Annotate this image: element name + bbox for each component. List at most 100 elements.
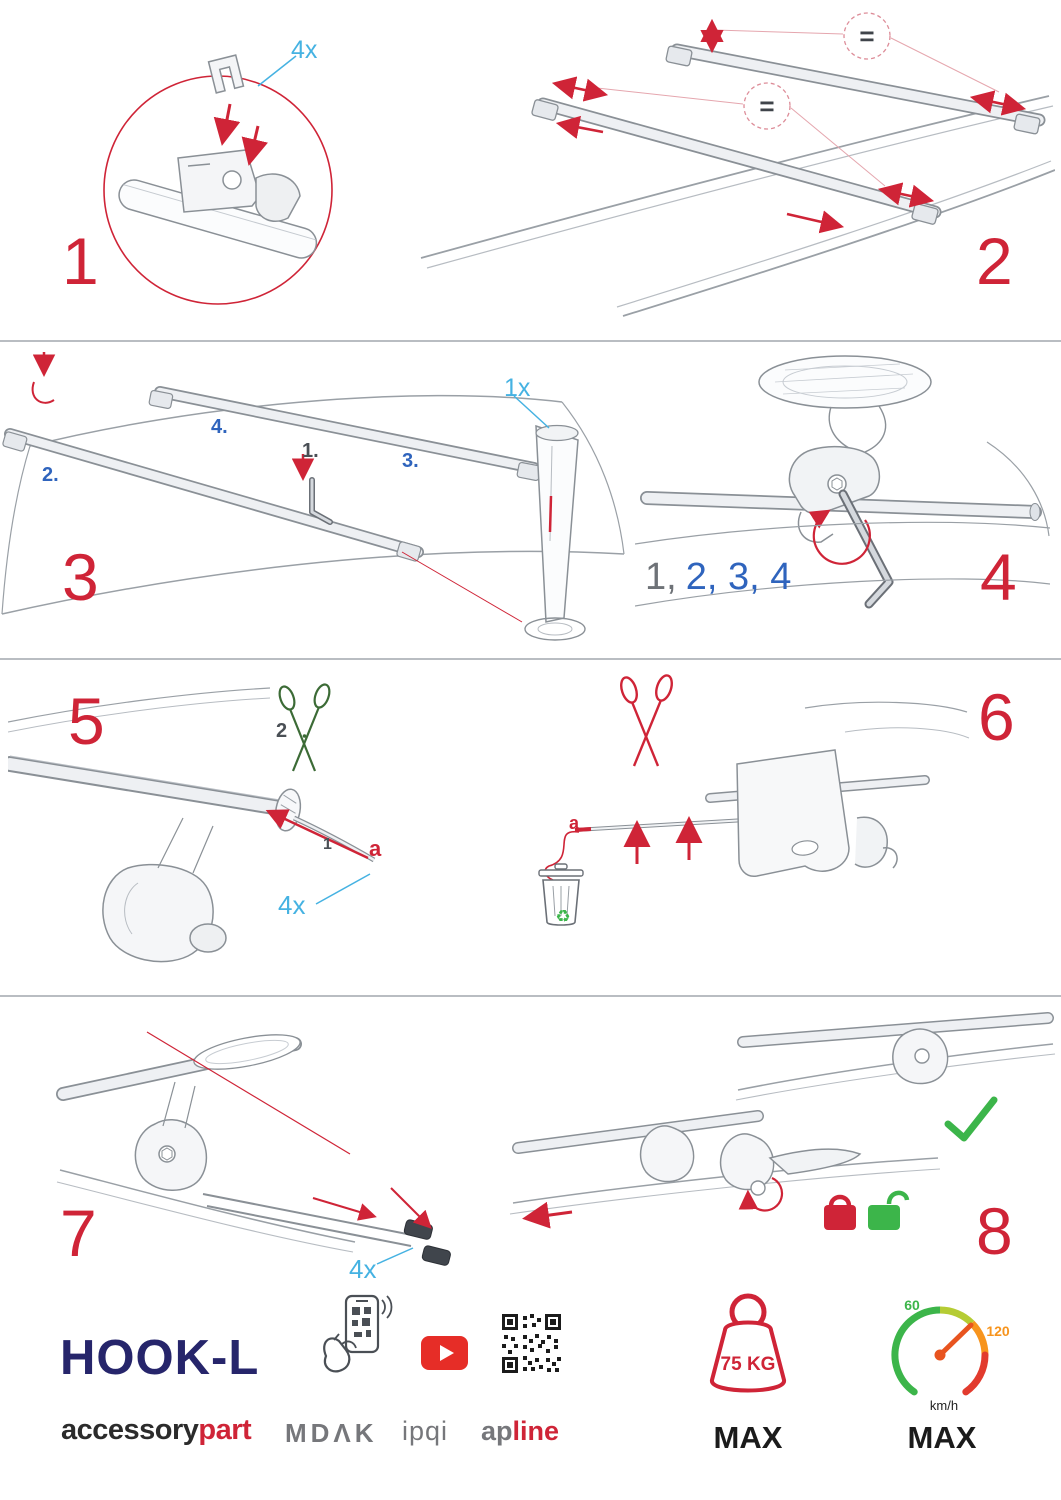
logo-apline-prefix: ap (481, 1416, 513, 1446)
speedometer-needle (937, 1322, 974, 1358)
section-divider-3 (0, 995, 1061, 997)
bracket-assembly (705, 701, 970, 877)
qr-code (502, 1314, 561, 1373)
checkmark-icon (944, 1096, 998, 1142)
step3-label-1: 1. (302, 440, 319, 462)
step2-number: 2 (976, 224, 1013, 298)
speed-unit-label: km/h (930, 1398, 958, 1413)
step3-label-4: 4. (211, 416, 228, 438)
mounted-bars (2, 386, 542, 562)
qty-pointer-line (513, 395, 550, 429)
adjust-arrows (551, 18, 1027, 234)
speedometer-icon: 60 120 km/h (891, 1297, 1010, 1413)
qty-pointer-line (376, 1247, 414, 1265)
step4-seq-todo: 2, 3, 4 (685, 556, 792, 598)
alignment-line (146, 1031, 351, 1155)
rubber-strip (292, 815, 376, 863)
rotate-arrow (808, 509, 871, 565)
step6-illustration: ♻ (538, 674, 970, 926)
step5-number: 5 (68, 684, 105, 758)
equal-spacing-badge-mid: = (743, 82, 791, 130)
speed-high-label: 120 (986, 1323, 1010, 1339)
push-up-arrows (623, 816, 703, 864)
final-mounted-bar (735, 1012, 1056, 1101)
allen-key (291, 454, 333, 525)
product-name: HOOK-L (60, 1331, 260, 1385)
roof-outline (1, 394, 625, 615)
clamp-drawing (118, 149, 318, 259)
step3-label-3: 3. (402, 450, 419, 472)
tension-tool (524, 424, 586, 641)
step4-illustration (635, 355, 1050, 609)
scissors-icon (278, 683, 331, 772)
phone-qr-icon (323, 1294, 393, 1373)
step3-qty-label: 1x (504, 374, 531, 402)
step3-label-2: 2. (42, 464, 59, 486)
weight-value: 75 KG (721, 1354, 776, 1375)
step8-number: 8 (976, 1194, 1013, 1268)
step5-illustration (8, 683, 376, 963)
step5-a-label: a (369, 836, 382, 861)
rotate-arrow (738, 1176, 784, 1212)
step4-sequence: 1,2, 3, 4 (645, 556, 791, 599)
bar-underside (758, 355, 932, 453)
logo-apline: apline (481, 1418, 559, 1445)
step7-qty-label: 4x (349, 1254, 377, 1284)
roof-rails (56, 1169, 356, 1253)
strap-hint (31, 352, 56, 404)
step4-number: 4 (980, 540, 1017, 614)
section-divider-2 (0, 658, 1061, 660)
strip-with-caps (202, 1187, 451, 1266)
insert-arrows (213, 103, 268, 166)
youtube-icon (421, 1336, 468, 1370)
bar-feet (531, 45, 1041, 225)
bar-end (8, 755, 302, 832)
roof-lines (8, 687, 271, 733)
foot-clamp (102, 817, 227, 963)
section-divider-1 (0, 340, 1061, 342)
step4-seq-done: 1, (645, 556, 677, 598)
logo-mdak: MDΛK (285, 1418, 378, 1448)
qty-pointer-line (257, 55, 297, 87)
locking-assembly (509, 1110, 941, 1215)
bracket-part (207, 54, 245, 94)
foot-clamp (134, 1081, 208, 1191)
speed-max-label: MAX (907, 1420, 977, 1455)
svg-text:=: = (759, 91, 774, 121)
weight-icon: 75 KG (710, 1293, 786, 1393)
dimension-lines (596, 29, 1000, 187)
recycle-icon: ♻ (555, 907, 570, 926)
strap-route-line (401, 551, 523, 623)
brand-prefix: accessory (61, 1414, 199, 1446)
step6-a-label: a (569, 813, 580, 833)
speed-low-label: 60 (904, 1297, 920, 1313)
step5-cut-label: 2 (276, 720, 288, 742)
step5-pull-label: 1 (323, 836, 332, 853)
step7-illustration (56, 1031, 451, 1266)
brand-suffix: part (198, 1414, 252, 1446)
step1-qty-label: 4x (291, 36, 318, 64)
lock-closed-icon (824, 1194, 856, 1230)
qty-pointer-line (315, 873, 371, 905)
svg-text:=: = (859, 21, 874, 51)
lock-open-icon (868, 1190, 910, 1230)
step1-illustration (103, 54, 333, 305)
claw-clamp (788, 445, 881, 543)
step2-illustration: = = (420, 12, 1055, 317)
slide-arrow (522, 1201, 573, 1229)
step7-number: 7 (60, 1196, 97, 1270)
step5-qty-label: 4x (278, 890, 306, 920)
trash-icon: ♻ (538, 863, 584, 926)
pull-arrow (265, 809, 369, 860)
roof-rails (420, 95, 1055, 317)
step8-illustration (509, 1012, 1056, 1230)
step1-number: 1 (62, 224, 99, 298)
logo-apline-suffix: line (512, 1416, 560, 1446)
bar-with-slot (56, 1034, 302, 1101)
step3-number: 3 (62, 540, 99, 614)
scissors-icon (620, 674, 673, 767)
weight-max-label: MAX (713, 1420, 783, 1455)
brand-logo: accessorypart (61, 1414, 252, 1446)
equal-spacing-badge-top: = (843, 12, 891, 60)
logo-ipqi: ipqi (402, 1416, 449, 1446)
